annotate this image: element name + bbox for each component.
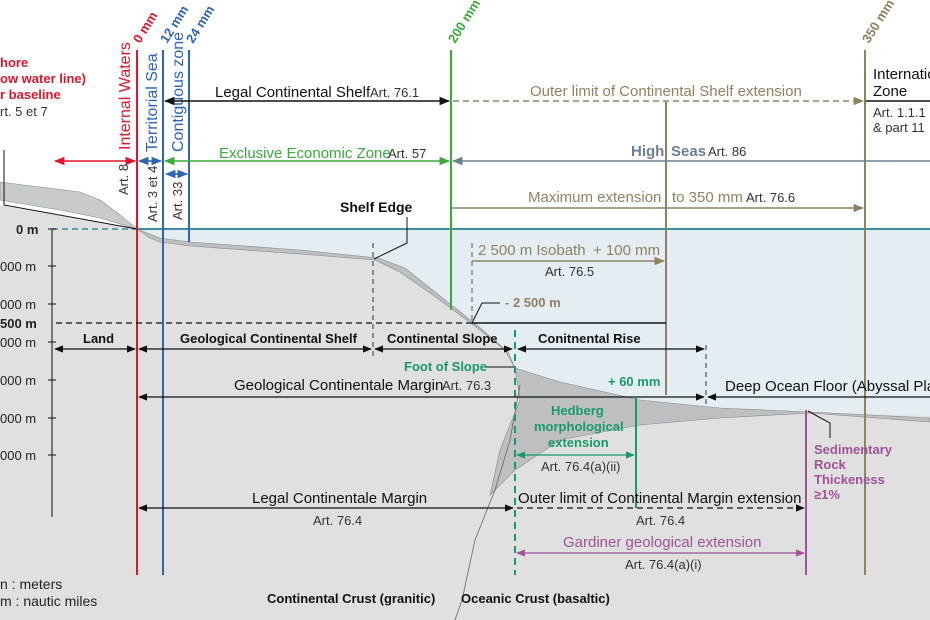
depth-label-3: 000 m	[0, 335, 36, 350]
contiguous-zone-label: Contiguous zone	[170, 32, 187, 152]
depth-label-0: 0 m	[16, 222, 38, 237]
international-art-2: & part 11	[873, 120, 925, 135]
sediment-label-1: Sedimentary	[814, 442, 893, 457]
hedberg-label-3: extension	[548, 435, 609, 450]
high-seas-art: Art. 86	[708, 144, 746, 159]
shelf-edge-label: Shelf Edge	[340, 199, 413, 215]
oceanic-crust-label: Oceanic Crust (basaltic)	[461, 591, 610, 606]
legend-meters: n : meters	[0, 576, 62, 592]
shore-art: rt. 5 et 7	[0, 104, 48, 119]
outer-limit-shelf-label: Outer limit of Continental Shelf extensi…	[530, 83, 802, 100]
geo-margin-label: Geological Continentale Margin	[234, 377, 443, 394]
high-seas-label-1: High	[631, 143, 664, 160]
depth-label-4: 000 m	[0, 373, 36, 388]
limit-label-200mm: 200 mm	[445, 0, 483, 46]
geo-shelf-label: Geological Continental Shelf	[180, 331, 358, 346]
territorial-sea-art: Art. 3 et 4	[145, 166, 160, 222]
geo-margin-art: Art. 76.3	[442, 378, 491, 393]
outer-margin-label: Outer limit of Continental Margin extens…	[518, 490, 801, 507]
hedberg-art: Art. 76.4(a)(ii)	[541, 459, 620, 474]
depth-label-6: 000 m	[0, 448, 36, 463]
isobath-label: 2 500 m Isobath	[478, 242, 586, 259]
high-seas-label-2: Seas	[671, 143, 706, 160]
land-label: Land	[83, 331, 114, 346]
crust-boundary	[454, 384, 521, 620]
sediment-label-3: Thickeness	[814, 472, 885, 487]
plus-60-label: + 60 mm	[608, 374, 660, 389]
international-art-1: Art. 1.1.1	[873, 105, 926, 120]
minus-2500-pointer	[471, 302, 500, 324]
international-zone-label-1: Internatio	[873, 66, 930, 83]
isobath-art: Art. 76.5	[545, 264, 594, 279]
internal-waters-art: Art. 8	[116, 164, 131, 195]
internal-waters-label: Internal Waters	[117, 42, 134, 150]
shelf-edge-pointer	[373, 217, 408, 260]
max-extension-art: Art. 76.6	[746, 190, 795, 205]
eez-art: Art. 57	[388, 146, 426, 161]
territorial-sea-label: Territorial Sea	[144, 53, 161, 152]
depth-label-1: 000 m	[0, 259, 36, 274]
depth-ticks	[48, 228, 56, 456]
limit-label-0mm: 0 mm	[130, 9, 161, 46]
sediment-label-4: ≥1%	[814, 487, 840, 502]
outer-margin-art: Art. 76.4	[636, 513, 685, 528]
cont-rise-label: Conitnental Rise	[538, 331, 641, 346]
legal-shelf-label: Legal Continental Shelf	[215, 84, 371, 101]
legal-shelf-art: Art. 76.1	[370, 85, 419, 100]
depth-label-2: 000 m	[0, 297, 36, 312]
seabed-land	[0, 205, 930, 620]
eez-label: Exclusive Economic Zone	[219, 145, 391, 162]
max-extension-label: Maximum extension	[528, 189, 661, 206]
isobath-plus-label: + 100 mm	[593, 242, 660, 259]
legal-margin-art: Art. 76.4	[313, 513, 362, 528]
minus-2500-label: - 2 500 m	[505, 295, 561, 310]
gardiner-label: Gardiner geological extension	[563, 534, 761, 551]
hedberg-label-2: morphological	[534, 419, 624, 434]
limit-label-350mm: 350 mm	[859, 0, 897, 46]
continental-crust-label: Continental Crust (granitic)	[267, 591, 435, 606]
depth-label-2500: 500 m	[0, 316, 37, 331]
shore-label-3: r baseline	[0, 87, 61, 102]
contiguous-zone-art: Art. 33	[170, 182, 185, 220]
sediment-label-2: Rock	[814, 457, 847, 472]
legend-nautic-miles: m : nautic miles	[0, 593, 97, 609]
shore-label-1: hore	[0, 55, 28, 70]
depth-label-5: 000 m	[0, 411, 36, 426]
legal-margin-label: Legal Continentale Margin	[252, 490, 427, 507]
hedberg-label-1: Hedberg	[551, 403, 604, 418]
max-extension-label-2: to 350 mm	[672, 189, 743, 206]
gardiner-art: Art. 76.4(a)(i)	[625, 557, 702, 572]
international-zone-label-2: Zone	[873, 83, 907, 100]
foot-of-slope-label: Foot of Slope	[404, 359, 487, 374]
shore-pointer	[3, 150, 138, 230]
shore-label-2: ow water line)	[0, 71, 86, 86]
cont-slope-label: Continental Slope	[387, 331, 498, 346]
deep-ocean-label: Deep Ocean Floor (Abyssal Plai	[725, 378, 930, 395]
sediment-pointer	[807, 410, 831, 438]
